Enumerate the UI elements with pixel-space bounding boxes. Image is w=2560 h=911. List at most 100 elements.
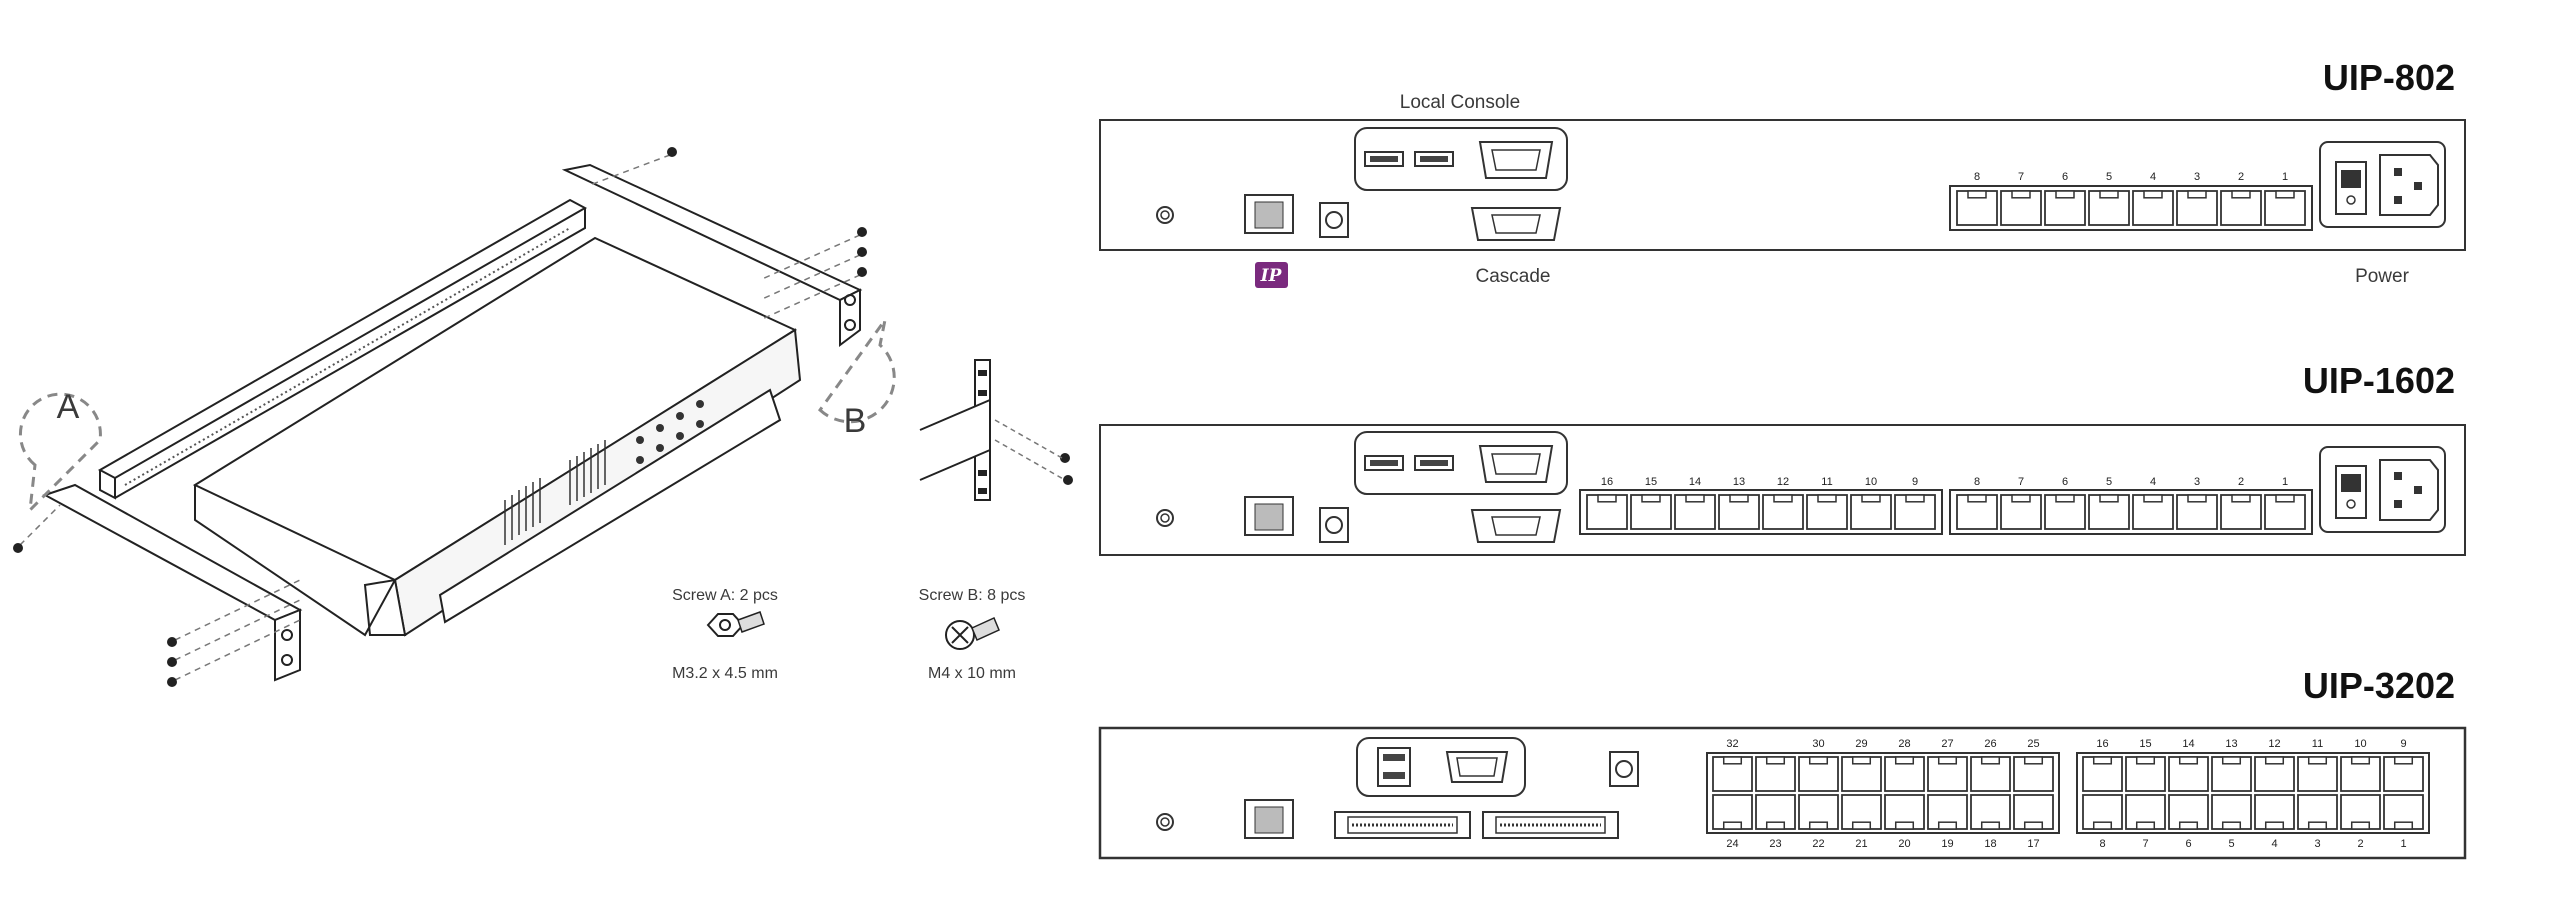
- rj45-port-icon: [2297, 756, 2338, 792]
- port-number: 12: [1777, 476, 1789, 488]
- screw-b-title: Screw B: 8 pcs: [919, 587, 1026, 604]
- vga-port-icon: [1445, 751, 1509, 783]
- cascade-connector-icon: [1334, 811, 1471, 839]
- power-jack-icon: [1319, 507, 1349, 543]
- port-number: 5: [2228, 838, 2234, 850]
- rj45-port-icon: [2340, 794, 2381, 830]
- port-number: 32: [1726, 738, 1738, 750]
- rj45-port-icon: [2220, 190, 2262, 226]
- port-number: 21: [1855, 838, 1867, 850]
- port-number: 2: [2238, 171, 2244, 183]
- rj45-port-icon: [2383, 794, 2424, 830]
- rj45-port-icon: [2132, 494, 2174, 530]
- port-number: 6: [2062, 171, 2068, 183]
- usb-port-icon: [1414, 151, 1454, 167]
- screw-a-title: Screw A: 2 pcs: [672, 587, 778, 604]
- rj45-port-icon: [1894, 494, 1936, 530]
- port-number: 5: [2106, 171, 2112, 183]
- port-number: 20: [1898, 838, 1910, 850]
- rj45-port-icon: [2125, 756, 2166, 792]
- port-number: 24: [1726, 838, 1738, 850]
- port-number: 22: [1812, 838, 1824, 850]
- vga-port-icon: [1470, 207, 1562, 241]
- rj45-port-icon: [2211, 756, 2252, 792]
- port-number: 27: [1941, 738, 1953, 750]
- port-number: 13: [1733, 476, 1745, 488]
- rj45-port-icon: [2013, 794, 2054, 830]
- rj45-port-icon: [2254, 794, 2295, 830]
- rj45-port-icon: [2264, 494, 2306, 530]
- rj45-port-icon: [1841, 794, 1882, 830]
- rj45-port-icon: [1970, 794, 2011, 830]
- power-jack-icon: [1609, 751, 1639, 787]
- cascade-connector-icon: [1482, 811, 1619, 839]
- usb-port-icon: [1414, 455, 1454, 471]
- svg-text:IP: IP: [1260, 266, 1283, 286]
- rj45-port-icon: [1927, 756, 1968, 792]
- port-number: 12: [2268, 738, 2280, 750]
- port-number: 10: [2354, 738, 2366, 750]
- lan-port-icon: [1244, 496, 1294, 536]
- ground-screw-icon: [1156, 813, 1174, 831]
- port-number: 4: [2271, 838, 2277, 850]
- rj45-port-icon: [1755, 794, 1796, 830]
- callout-a: A: [18, 388, 102, 515]
- rj45-port-icon: [1956, 494, 1998, 530]
- power-jack-icon: [1319, 202, 1349, 238]
- port-number: 8: [2099, 838, 2105, 850]
- port-number: 9: [2400, 738, 2406, 750]
- port-number: 11: [2312, 738, 2323, 750]
- rj45-port-icon: [1798, 756, 1839, 792]
- lan-port-icon: [1244, 799, 1294, 839]
- port-number: 8: [1974, 171, 1980, 183]
- ac-inlet-icon: [2379, 154, 2439, 216]
- port-number: 3: [2314, 838, 2320, 850]
- rj45-port-icon: [2254, 756, 2295, 792]
- rj45-port-icon: [2044, 190, 2086, 226]
- local-console-label: Local Console: [1400, 92, 1520, 113]
- port-number: 13: [2225, 738, 2237, 750]
- port-number: 1: [2400, 838, 2406, 850]
- port-number: 7: [2018, 171, 2024, 183]
- rj45-port-icon: [2168, 756, 2209, 792]
- port-number: 8: [1974, 476, 1980, 488]
- screw-a-legend: Screw A: 2 pcs M3.2 x 4.5 mm: [672, 587, 778, 682]
- rj45-port-icon: [1927, 794, 1968, 830]
- port-number: 6: [2185, 838, 2191, 850]
- rj45-port-icon: [2044, 494, 2086, 530]
- port-number: 7: [2018, 476, 2024, 488]
- rj45-port-icon: [1755, 756, 1796, 792]
- rj45-port-icon: [2082, 756, 2123, 792]
- vga-port-icon: [1478, 445, 1554, 483]
- callout-b-label: B: [844, 402, 867, 440]
- ground-screw-icon: [1156, 509, 1174, 527]
- rj45-port-icon: [2211, 794, 2252, 830]
- rj45-port-icon: [1674, 494, 1716, 530]
- port-number: 1: [2282, 171, 2288, 183]
- rj45-port-icon: [1712, 794, 1753, 830]
- port-number: 19: [1941, 838, 1953, 850]
- vga-port-icon: [1470, 509, 1562, 543]
- port-number: 16: [2096, 738, 2108, 750]
- port-number: 3: [2194, 476, 2200, 488]
- usb-port-icon: [1377, 747, 1411, 787]
- rj45-port-icon: [1762, 494, 1804, 530]
- screw-b-legend: Screw B: 8 pcs M4 x 10 mm: [919, 587, 1026, 682]
- rj45-port-icon: [1718, 494, 1760, 530]
- rj45-port-icon: [2176, 494, 2218, 530]
- rj45-port-icon: [1850, 494, 1892, 530]
- port-number: 3: [2194, 171, 2200, 183]
- port-number: 9: [1912, 476, 1918, 488]
- port-number: 25: [2027, 738, 2039, 750]
- rj45-port-icon: [1586, 494, 1628, 530]
- model-title: UIP-802: [2323, 57, 2455, 98]
- rj45-port-icon: [2088, 190, 2130, 226]
- rj45-port-icon: [2383, 756, 2424, 792]
- rj45-port-icon: [2013, 756, 2054, 792]
